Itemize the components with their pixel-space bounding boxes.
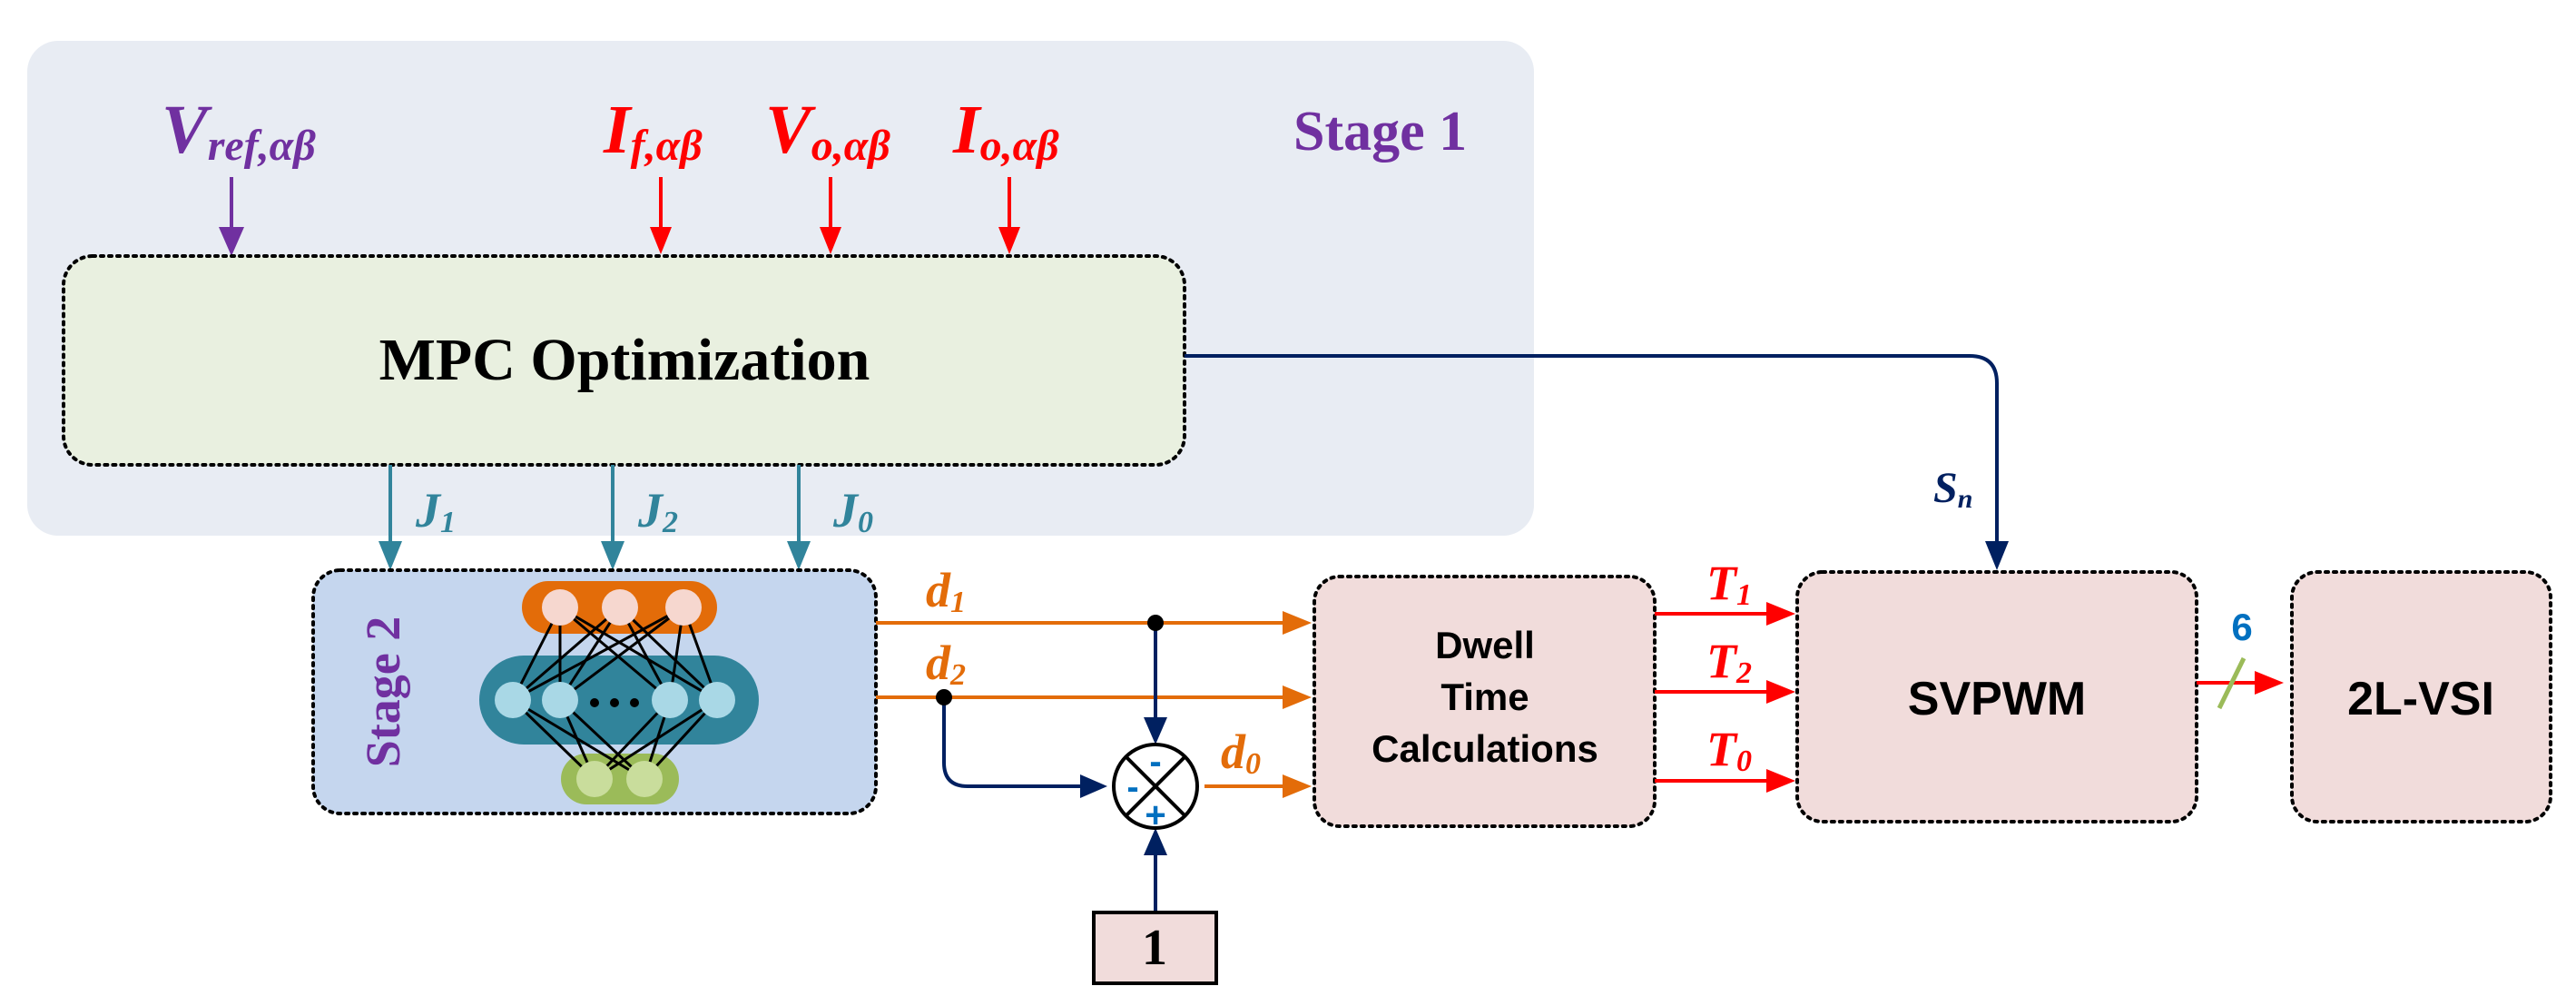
cost-arrows bbox=[379, 465, 811, 570]
input-label-if: If,αβ bbox=[603, 92, 703, 170]
time-label-t1: T1 bbox=[1706, 556, 1752, 612]
vsi-label: 2L-VSI bbox=[2347, 673, 2494, 725]
time-label-t0: T0 bbox=[1706, 722, 1752, 778]
duty-label-d1: d1 bbox=[926, 563, 966, 619]
cost-label-j1: J1 bbox=[415, 483, 456, 539]
svpwm-block bbox=[1795, 570, 2198, 823]
vsi-block bbox=[2290, 570, 2552, 823]
sum-sign-left: - bbox=[1126, 767, 1138, 807]
dwell-time-line1: Dwell bbox=[1435, 624, 1535, 666]
junction-dot-d1 bbox=[1147, 615, 1164, 631]
dwell-time-block bbox=[1313, 575, 1657, 828]
sum-sign-bottom: + bbox=[1145, 795, 1165, 835]
neural-network-icon bbox=[479, 581, 759, 804]
switch-state-arrowhead bbox=[1985, 541, 2009, 570]
summing-wiring bbox=[942, 623, 1157, 912]
time-label-t2: T2 bbox=[1706, 634, 1752, 690]
stage2-label: Stage 2 bbox=[356, 616, 410, 767]
constant-one-label: 1 bbox=[1142, 920, 1167, 976]
sum-sign-top: - bbox=[1149, 742, 1161, 782]
duty-label-d0: d0 bbox=[1221, 725, 1261, 781]
arrowhead-bottom bbox=[1144, 828, 1167, 855]
junction-dot-d2 bbox=[936, 689, 952, 705]
dwell-time-line3: Calculations bbox=[1372, 727, 1598, 770]
bus-width-label: 6 bbox=[2231, 606, 2252, 648]
bus-width-slash bbox=[2217, 656, 2247, 710]
time-signals bbox=[1655, 602, 1795, 793]
mpc-optimization-block bbox=[62, 254, 1186, 467]
gate-bus-arrowhead bbox=[2255, 671, 2284, 695]
dwell-time-line2: Time bbox=[1440, 676, 1529, 718]
svpwm-label: SVPWM bbox=[1908, 673, 2086, 725]
switch-state-path bbox=[1185, 354, 1999, 545]
summing-junction bbox=[1112, 743, 1199, 830]
cost-label-j0: J0 bbox=[832, 483, 873, 539]
constant-one-block bbox=[1092, 911, 1218, 985]
input-label-io: Io,αβ bbox=[952, 92, 1059, 170]
stage1-label: Stage 1 bbox=[1293, 101, 1467, 163]
mpc-optimization-label: MPC Optimization bbox=[379, 327, 870, 393]
arrowhead-left bbox=[1080, 774, 1107, 798]
input-arrows bbox=[219, 177, 1020, 256]
switch-state-label: Sn bbox=[1933, 464, 1972, 514]
input-label-vref: Vref,αβ bbox=[162, 92, 316, 170]
input-label-vo: Vo,αβ bbox=[765, 92, 890, 170]
arrowhead-top bbox=[1144, 717, 1167, 745]
cost-label-j2: J2 bbox=[637, 483, 678, 539]
duty-label-d2: d2 bbox=[926, 636, 966, 692]
